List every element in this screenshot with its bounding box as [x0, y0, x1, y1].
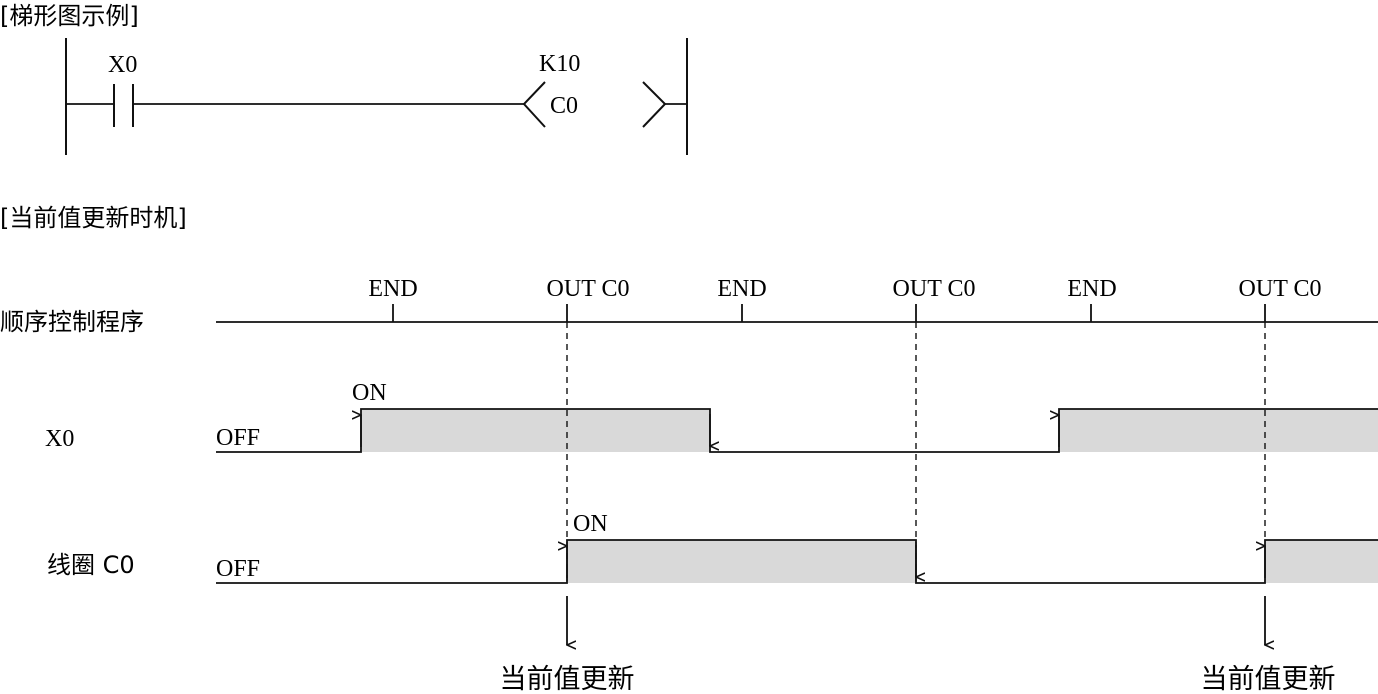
x0-row-label: X0	[45, 426, 74, 452]
update-label: 当前值更新	[1201, 664, 1336, 694]
coil-label: C0	[550, 93, 578, 119]
contact-label: X0	[108, 52, 137, 78]
sequence-marker-label: OUT C0	[893, 276, 976, 302]
sequence-marker-label: END	[1067, 276, 1116, 302]
coil-on-label: ON	[573, 511, 608, 537]
timing-diagram: [当前值更新时机] 顺序控制程序 END OUT C0 END OUT C0 E…	[0, 204, 1378, 694]
x0-off-label: OFF	[216, 425, 260, 451]
ladder-section-title: [梯形图示例]	[0, 2, 139, 30]
coil-right-bracket	[642, 81, 667, 128]
timing-section-title: [当前值更新时机]	[0, 204, 187, 232]
update-label: 当前值更新	[500, 664, 635, 694]
coil-left-bracket	[522, 81, 546, 128]
coil-on-period	[1265, 540, 1378, 583]
sequence-marker-label: OUT C0	[1239, 276, 1322, 302]
x0-on-period	[361, 409, 710, 452]
x0-on-label: ON	[352, 380, 387, 406]
coil-setting-value: K10	[539, 51, 580, 77]
sequence-marker-label: OUT C0	[547, 276, 630, 302]
coil-off-label: OFF	[216, 556, 260, 582]
coil-row-label: 线圈 C0	[47, 551, 135, 579]
contact-x0	[113, 84, 134, 127]
sequence-marker-label: END	[717, 276, 766, 302]
coil-on-period	[567, 540, 916, 583]
sequence-marker-label: END	[368, 276, 417, 302]
sequence-row-label: 顺序控制程序	[0, 308, 144, 336]
x0-on-period	[1059, 409, 1378, 452]
ladder-diagram: [梯形图示例] X0 K10 C0	[0, 2, 688, 155]
